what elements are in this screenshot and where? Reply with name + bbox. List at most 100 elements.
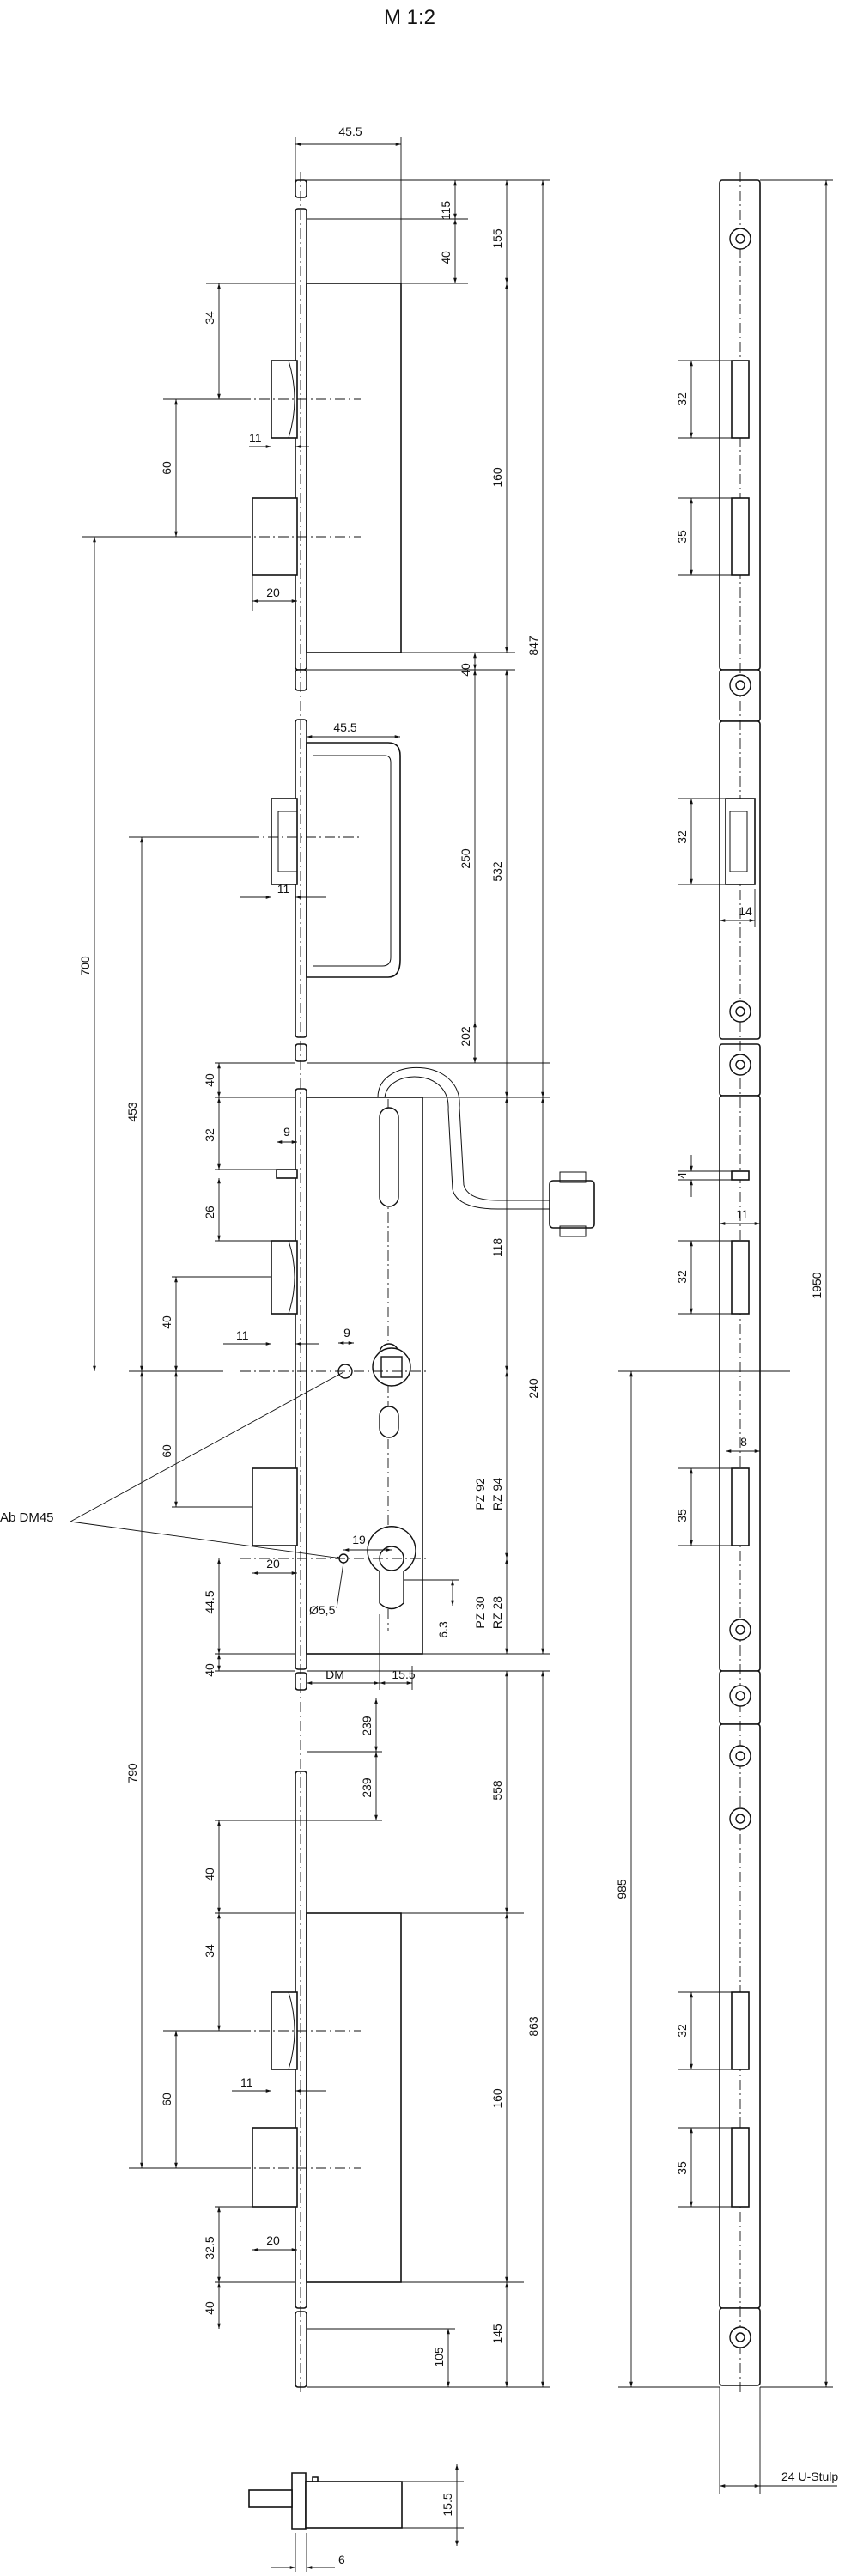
main-latch-bolt bbox=[271, 1240, 298, 1315]
dim-label: 863 bbox=[526, 2016, 540, 2037]
dim-label: RZ 94 bbox=[490, 1478, 504, 1510]
dim-label: 32 bbox=[203, 1128, 216, 1142]
dim-label: 26 bbox=[203, 1206, 216, 1219]
rod-coupling bbox=[549, 1180, 595, 1229]
dim-label: 40 bbox=[160, 1315, 173, 1329]
faceplate-segment bbox=[295, 1672, 307, 1691]
latch-opening bbox=[731, 1240, 750, 1315]
small-opening bbox=[731, 1170, 750, 1181]
dim-label: 240 bbox=[526, 1378, 540, 1399]
dim-label: 700 bbox=[78, 956, 92, 976]
faceplate-main-segment-b bbox=[719, 1095, 761, 1672]
dim-label: 4 bbox=[675, 1172, 689, 1179]
dim-label: 105 bbox=[432, 2347, 446, 2367]
dim-label: 19 bbox=[352, 1533, 366, 1546]
dim-label: 239 bbox=[360, 1716, 374, 1736]
upper-small-bolt bbox=[276, 1169, 298, 1179]
dim-label: 34 bbox=[203, 1944, 216, 1958]
dim-label: 239 bbox=[360, 1777, 374, 1798]
dim-label: 14 bbox=[739, 904, 752, 918]
dim-label: 532 bbox=[490, 861, 504, 882]
dim-label: 11 bbox=[249, 431, 262, 445]
dim-label: PZ 92 bbox=[473, 1478, 487, 1510]
dim-label: 32 bbox=[675, 830, 689, 844]
dim-label: 118 bbox=[490, 1238, 504, 1258]
bolt-opening bbox=[731, 1467, 750, 1546]
left-elevation-view: 45.5 45.5 11 20 11 9 11 9 20 19 Ø5,5 DM … bbox=[0, 125, 595, 2396]
dim-label: 40 bbox=[459, 663, 472, 677]
dim-label: 35 bbox=[675, 530, 689, 544]
dim-label: 6.3 bbox=[436, 1621, 450, 1638]
dim-label: 790 bbox=[125, 1763, 139, 1783]
dim-label: 32 bbox=[675, 1270, 689, 1284]
section-lock-case bbox=[305, 2481, 403, 2529]
hook-bolt bbox=[271, 798, 298, 885]
dim-label: 15.5 bbox=[392, 1668, 415, 1681]
dim-label: 9 bbox=[343, 1326, 350, 1340]
dim-label: 45.5 bbox=[333, 720, 356, 734]
dim-label: 160 bbox=[490, 467, 504, 488]
faceplate-segment bbox=[295, 1043, 307, 1062]
faceplate-segment bbox=[295, 669, 307, 691]
elongated-slot bbox=[379, 1107, 399, 1207]
dim-label: 202 bbox=[459, 1026, 472, 1047]
right-faceplate-view: 32 35 32 14 4 11 32 1950 8 35 985 32 bbox=[615, 172, 838, 2494]
section-profile bbox=[291, 2472, 319, 2530]
faceplate-section-view: 15.5 6 bbox=[248, 2464, 464, 2572]
dim-label: 44.5 bbox=[203, 1590, 216, 1613]
bottom-dead-bolt bbox=[252, 2127, 298, 2208]
scale-title: M 1:2 bbox=[384, 6, 435, 29]
dim-label: 60 bbox=[160, 2093, 173, 2106]
small-slot bbox=[379, 1406, 399, 1438]
dim-label: 558 bbox=[490, 1780, 504, 1801]
dim-label: 15.5 bbox=[441, 2493, 454, 2516]
main-dead-bolt bbox=[252, 1467, 298, 1546]
latch-opening bbox=[731, 1991, 750, 2070]
dim-label: 155 bbox=[490, 228, 504, 249]
dim-label: 35 bbox=[675, 2161, 689, 2175]
faceplate-segment bbox=[295, 208, 307, 671]
dim-label: 40 bbox=[203, 2301, 216, 2315]
dim-label: 847 bbox=[526, 635, 540, 656]
latch-opening bbox=[731, 360, 750, 439]
dim-label: 40 bbox=[203, 1073, 216, 1087]
section-bolt bbox=[248, 2489, 293, 2508]
dim-label: RZ 28 bbox=[490, 1596, 504, 1629]
dim-label: 20 bbox=[266, 1557, 280, 1571]
dim-label: Ø5,5 bbox=[309, 1603, 336, 1617]
dim-label: 20 bbox=[266, 586, 280, 599]
hook-bolt-case bbox=[306, 742, 401, 978]
dim-label: 160 bbox=[490, 2088, 504, 2109]
dim-label: 32 bbox=[675, 2024, 689, 2038]
dim-label: 9 bbox=[283, 1125, 290, 1139]
dim-label: 11 bbox=[277, 882, 290, 896]
dim-label: 32 bbox=[675, 392, 689, 406]
dim-label: 32.5 bbox=[203, 2236, 216, 2259]
faceplate-segment bbox=[295, 179, 307, 198]
bolt-opening bbox=[731, 497, 750, 576]
dim-label: 115 bbox=[439, 201, 453, 221]
bottom-lock-case bbox=[306, 1912, 402, 2283]
faceplate-segment bbox=[295, 2311, 307, 2388]
hook-opening bbox=[725, 798, 756, 885]
dim-label: 40 bbox=[203, 1868, 216, 1881]
dim-label: 40 bbox=[439, 251, 453, 264]
dim-label: 145 bbox=[490, 2324, 504, 2344]
dim-label: 34 bbox=[203, 311, 216, 325]
dim-label: 6 bbox=[338, 2553, 345, 2567]
connecting-rod bbox=[377, 1066, 550, 1201]
dim-label: 60 bbox=[160, 461, 173, 475]
dim-label: 20 bbox=[266, 2233, 280, 2247]
dim-label: 8 bbox=[740, 1435, 747, 1449]
top-lock-case bbox=[306, 283, 402, 653]
dim-label: PZ 30 bbox=[473, 1596, 487, 1629]
callout-label: Ab DM45 bbox=[0, 1510, 54, 1525]
dim-label: 35 bbox=[675, 1509, 689, 1522]
dim-label: 985 bbox=[615, 1879, 629, 1899]
dim-label: DM bbox=[325, 1668, 344, 1681]
dim-label: 24 U-Stulp bbox=[781, 2470, 838, 2483]
dim-label: 11 bbox=[736, 1207, 749, 1221]
dim-label: 11 bbox=[236, 1328, 249, 1342]
dim-label: 250 bbox=[459, 848, 472, 869]
